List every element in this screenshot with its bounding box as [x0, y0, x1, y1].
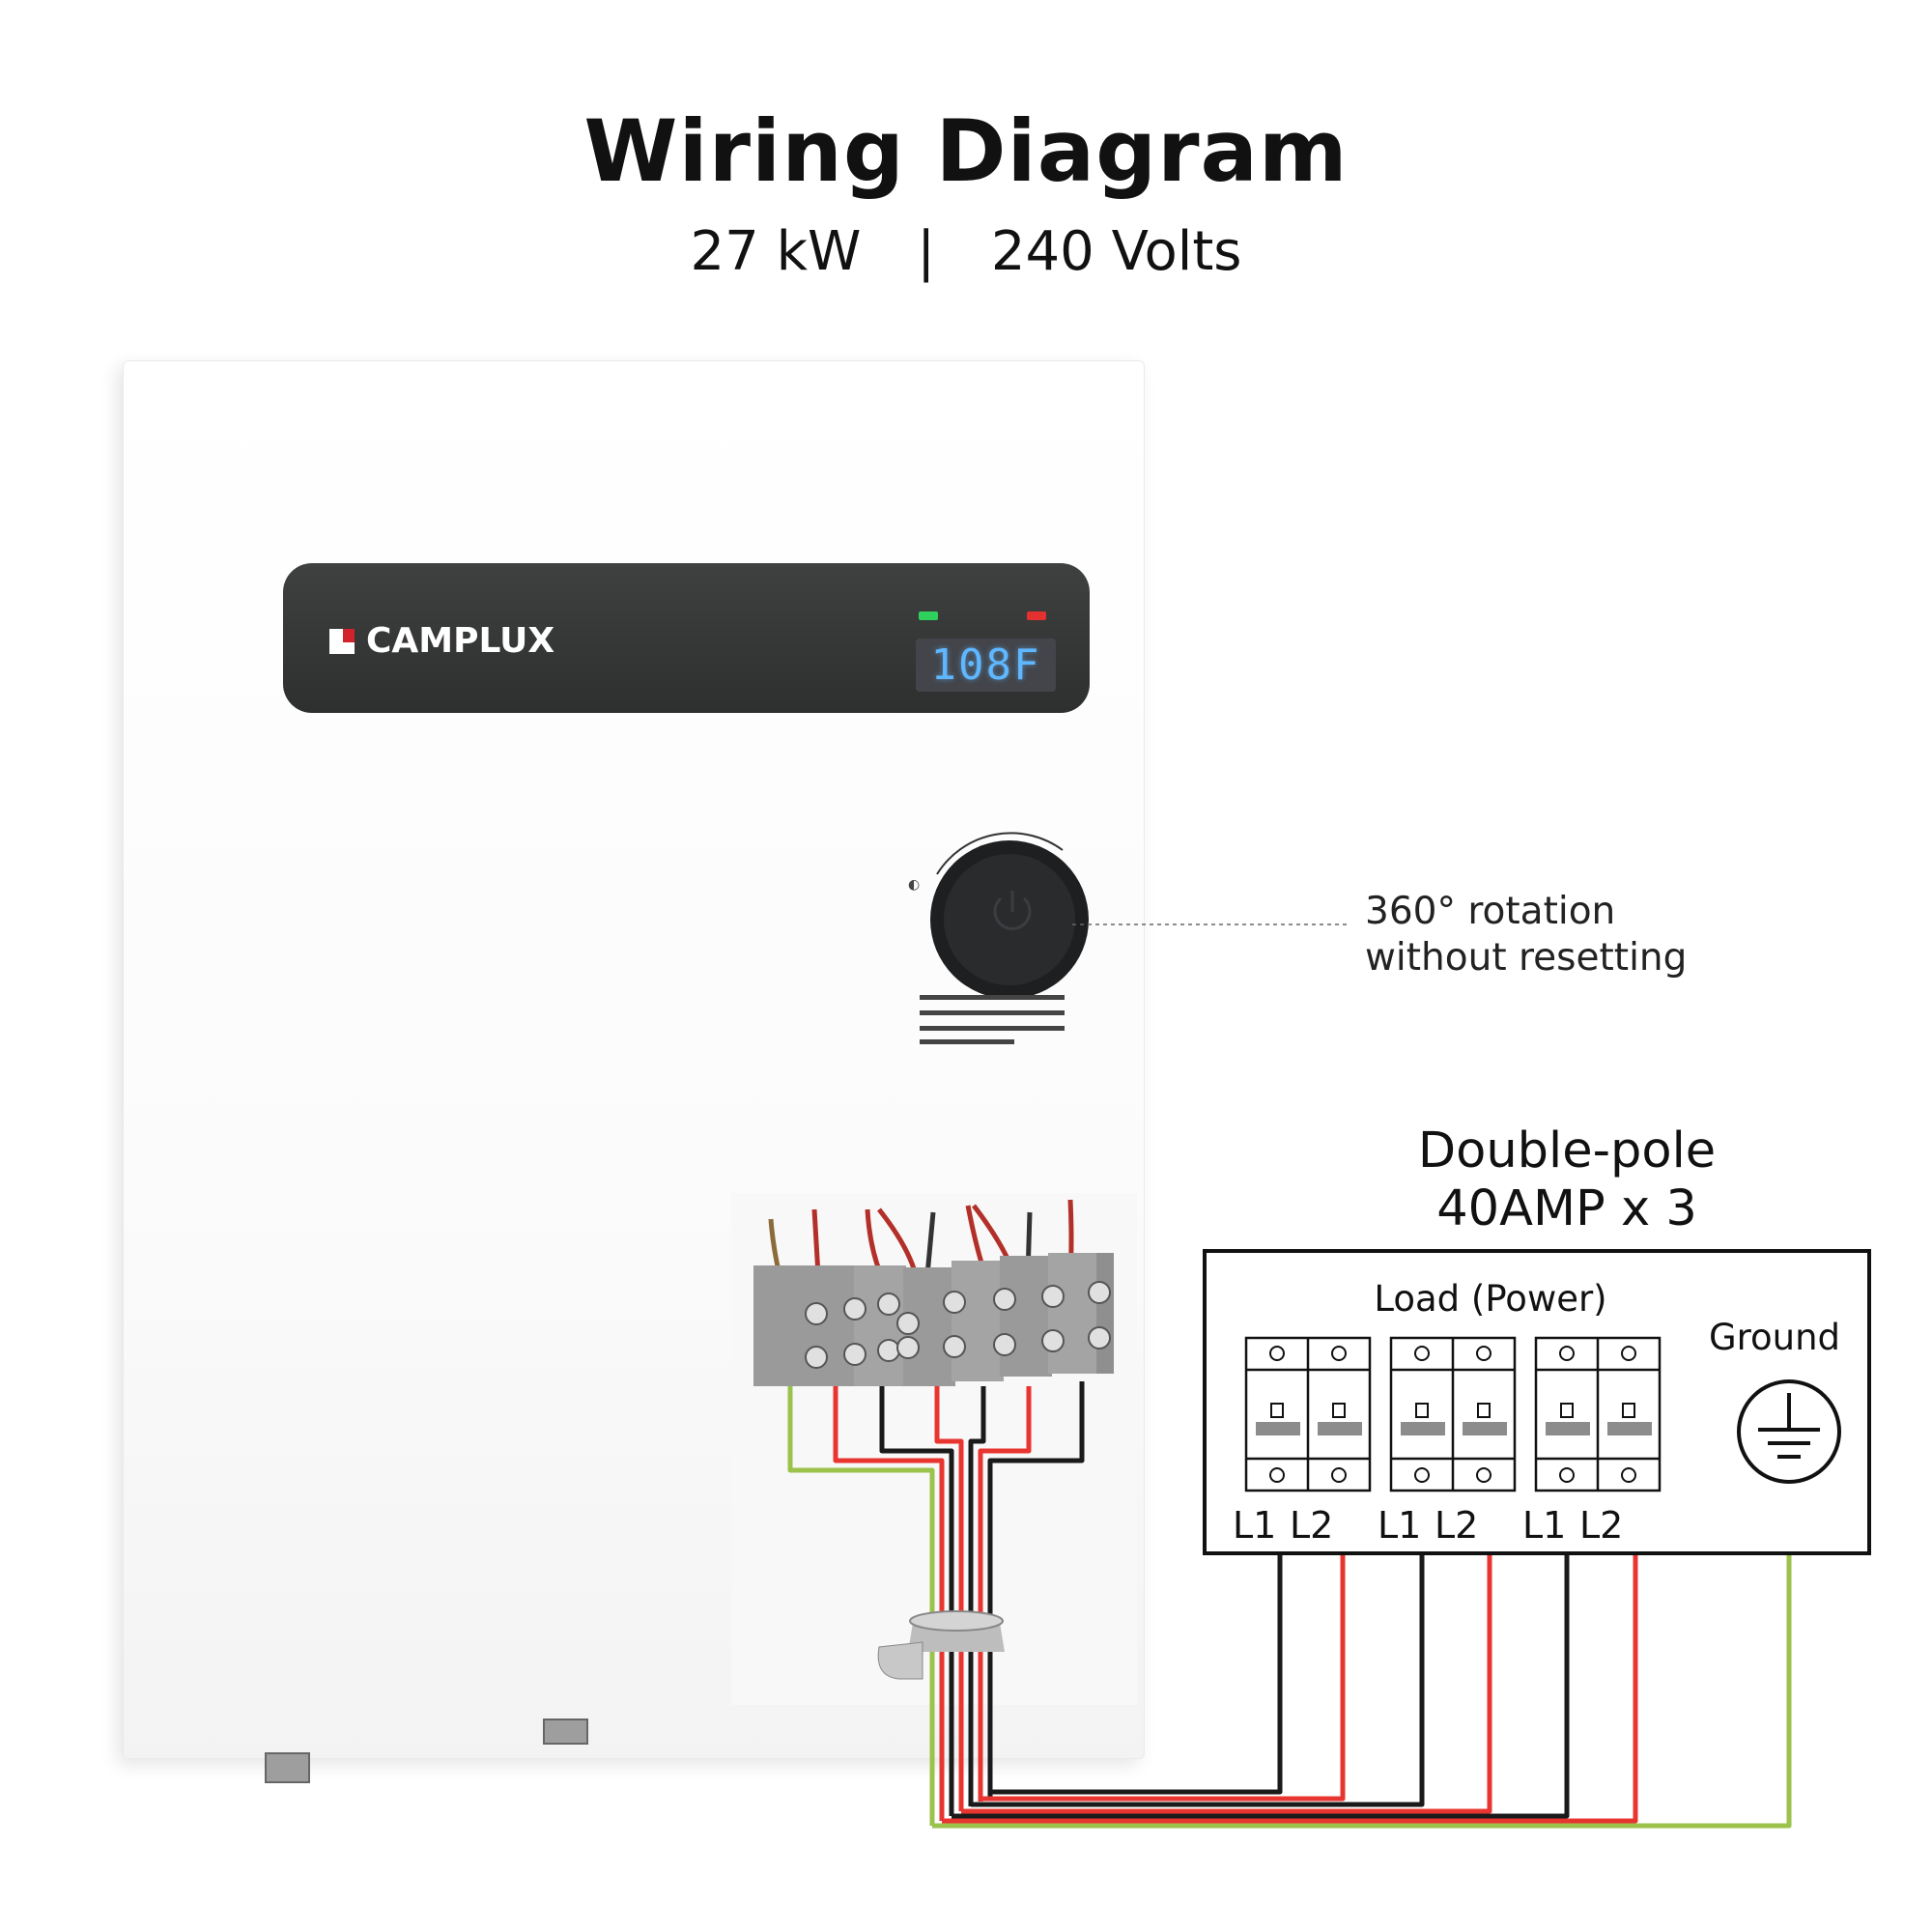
- subtitle-separator: |: [917, 220, 936, 283]
- breaker-details: [1256, 1346, 1652, 1483]
- knob-callout-line1: 360° rotation: [1365, 890, 1616, 933]
- load-power-label: Load (Power): [1374, 1278, 1607, 1320]
- breaker-spec: Double-pole 40AMP x 3: [1325, 1122, 1808, 1238]
- knob-face: [944, 854, 1075, 985]
- terminal-blocks: [753, 1253, 1114, 1386]
- voltage-rating: 240 Volts: [990, 220, 1242, 283]
- knob-callout-line2: without resetting: [1365, 936, 1688, 980]
- temperature-display: 108F: [916, 639, 1056, 692]
- brand-mark-icon: [329, 628, 355, 654]
- knob-min-mark: ◐: [908, 877, 920, 893]
- knob-callout: 360° rotation without resetting: [1365, 889, 1687, 981]
- brand-logo: CAMPLUX: [329, 621, 554, 661]
- ground-label: Ground: [1708, 1317, 1841, 1358]
- pole-label-l2: L2: [1435, 1504, 1479, 1547]
- pole-label-l1: L1: [1522, 1504, 1567, 1547]
- knob-power-icon: [993, 891, 1032, 930]
- breaker-group: [1244, 1336, 1662, 1492]
- power-indicator-led: [919, 611, 938, 620]
- ground-symbol-icon: [1737, 1379, 1841, 1484]
- brand-name: CAMPLUX: [366, 621, 555, 661]
- pole-label-l2: L2: [1290, 1504, 1334, 1547]
- heating-indicator-led: [1027, 611, 1046, 620]
- breaker-1: [1244, 1336, 1372, 1492]
- breaker-2: [1389, 1336, 1517, 1492]
- breaker-spec-line2: 40AMP x 3: [1436, 1180, 1697, 1237]
- pole-label-l1: L1: [1378, 1504, 1422, 1547]
- temperature-knob[interactable]: ◐: [908, 832, 1089, 999]
- knob-fine-print: [920, 995, 1065, 1044]
- feed-wires: [932, 1483, 1792, 1829]
- cable-clamp: [877, 1610, 1005, 1680]
- water-connectors: [265, 1719, 588, 1783]
- pole-label-l1: L1: [1233, 1504, 1277, 1547]
- knob-scale-arc: [936, 832, 1064, 875]
- page-title: Wiring Diagram: [583, 101, 1349, 201]
- power-rating: 27 kW: [690, 220, 862, 283]
- breaker-3: [1534, 1336, 1662, 1492]
- pole-label-l2: L2: [1579, 1504, 1624, 1547]
- breaker-spec-line1: Double-pole: [1417, 1122, 1717, 1179]
- control-panel: CAMPLUX 108F: [283, 563, 1090, 713]
- page-subtitle: 27 kW | 240 Volts: [0, 220, 1932, 283]
